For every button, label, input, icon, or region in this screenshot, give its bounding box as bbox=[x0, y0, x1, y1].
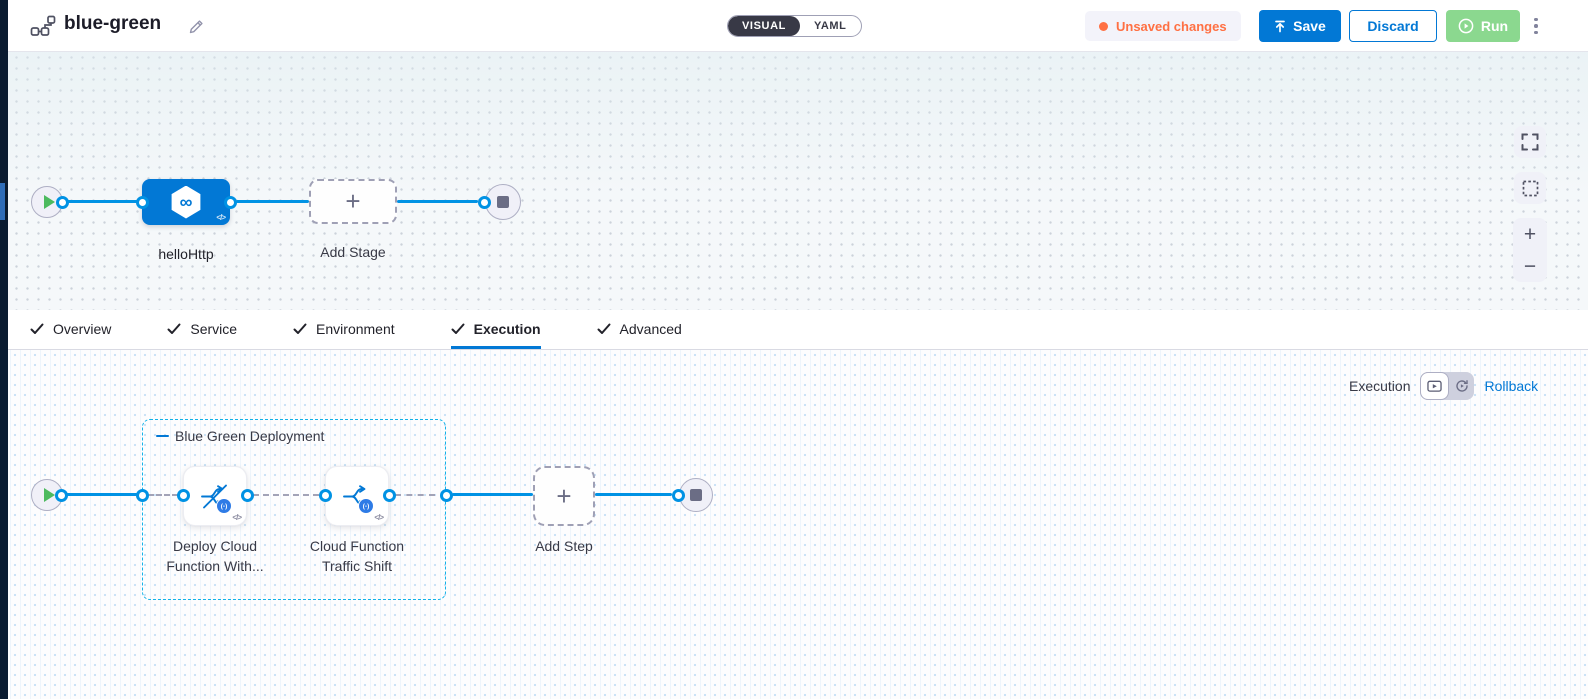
connector-port bbox=[224, 196, 237, 209]
rail-scroll-marker bbox=[0, 183, 5, 220]
edit-pencil-icon[interactable] bbox=[186, 16, 206, 36]
stage-tabs: Overview Service Environment Execution A… bbox=[0, 310, 1588, 350]
step-node-deploy-cloud-function[interactable]: (-) </> bbox=[183, 466, 247, 526]
execution-mode-row: Execution Rollback bbox=[1349, 372, 1538, 400]
step-group-label: Blue Green Deployment bbox=[175, 428, 325, 444]
connector-port bbox=[672, 489, 685, 502]
tab-advanced[interactable]: Advanced bbox=[597, 310, 682, 349]
unsaved-dot-icon bbox=[1099, 21, 1108, 31]
stage-label: helloHttp bbox=[158, 246, 214, 262]
add-stage-button[interactable]: + bbox=[309, 179, 397, 224]
stage-canvas[interactable] bbox=[0, 52, 1588, 310]
connector-port bbox=[55, 489, 68, 502]
connector-port bbox=[241, 489, 254, 502]
unsaved-text: Unsaved changes bbox=[1116, 18, 1227, 34]
multi-select-button[interactable] bbox=[1514, 172, 1546, 204]
zoom-controls: + − bbox=[1513, 218, 1547, 282]
connector-line bbox=[62, 200, 142, 203]
unsaved-changes-badge: Unsaved changes bbox=[1085, 11, 1241, 41]
connector-port bbox=[56, 196, 69, 209]
stage-node-hellohttp[interactable]: ∞ </> bbox=[142, 179, 230, 225]
pipeline-icon bbox=[30, 14, 56, 43]
check-icon bbox=[451, 323, 465, 334]
connector-port bbox=[136, 196, 149, 209]
execution-mode-label: Execution bbox=[1349, 378, 1411, 394]
step-label: Deploy Cloud Function With... bbox=[166, 538, 264, 574]
tab-environment[interactable]: Environment bbox=[293, 310, 395, 349]
pipeline-title: blue-green bbox=[64, 13, 162, 34]
add-step-button[interactable]: + bbox=[533, 466, 595, 526]
connector-port bbox=[478, 196, 491, 209]
zoom-in-button[interactable]: + bbox=[1523, 222, 1537, 246]
connector-line bbox=[452, 493, 533, 496]
fullscreen-button[interactable] bbox=[1514, 126, 1546, 158]
header-bar: blue-green VISUAL YAML Unsaved changes S… bbox=[0, 0, 1588, 52]
check-icon bbox=[167, 323, 181, 334]
left-nav-rail bbox=[0, 0, 8, 699]
gcf-badge-icon: (-) bbox=[216, 498, 232, 514]
step-group-blue-green[interactable] bbox=[142, 419, 446, 600]
connector-port bbox=[177, 489, 190, 502]
rollback-link[interactable]: Rollback bbox=[1484, 378, 1539, 394]
add-step-label: Add Step bbox=[535, 538, 593, 554]
visual-yaml-toggle: VISUAL YAML bbox=[727, 15, 862, 37]
run-button[interactable]: Run bbox=[1446, 10, 1520, 42]
tab-overview[interactable]: Overview bbox=[30, 310, 111, 349]
discard-button[interactable]: Discard bbox=[1349, 10, 1437, 42]
discard-label: Discard bbox=[1367, 18, 1419, 34]
execution-mode-icon[interactable] bbox=[1420, 372, 1450, 400]
start-play-icon bbox=[43, 195, 55, 209]
save-label: Save bbox=[1293, 18, 1326, 34]
marquee-icon bbox=[1522, 180, 1538, 196]
rollback-mode-icon[interactable] bbox=[1449, 372, 1474, 400]
connector-line-dashed bbox=[395, 494, 435, 496]
connector-line-dashed bbox=[148, 494, 178, 496]
connector-line bbox=[62, 493, 142, 496]
step-node-traffic-shift[interactable]: (-) </> bbox=[325, 466, 389, 526]
execution-canvas[interactable] bbox=[0, 350, 1588, 699]
more-options-icon[interactable] bbox=[1528, 14, 1544, 38]
collapse-icon[interactable] bbox=[156, 434, 169, 438]
step-label: Cloud Function Traffic Shift bbox=[309, 538, 405, 574]
gcf-badge-icon: (-) bbox=[358, 498, 374, 514]
check-icon bbox=[30, 323, 44, 334]
fullscreen-icon bbox=[1521, 133, 1539, 151]
connector-line bbox=[595, 493, 672, 496]
upload-icon bbox=[1275, 20, 1285, 32]
zoom-out-button[interactable]: − bbox=[1523, 254, 1537, 278]
connector-line bbox=[397, 200, 478, 203]
connector-port bbox=[383, 489, 396, 502]
connector-line bbox=[236, 200, 309, 203]
add-stage-label: Add Stage bbox=[320, 244, 386, 260]
connector-line-dashed bbox=[253, 494, 319, 496]
run-play-icon bbox=[1458, 18, 1474, 34]
tab-execution[interactable]: Execution bbox=[450, 310, 541, 349]
connector-port bbox=[319, 489, 332, 502]
start-play-icon bbox=[43, 488, 55, 502]
step-group-header[interactable]: Blue Green Deployment bbox=[156, 428, 324, 444]
http-step-icon: ∞ bbox=[171, 185, 201, 219]
run-label: Run bbox=[1480, 18, 1509, 34]
stop-icon bbox=[690, 489, 702, 501]
code-icon: </> bbox=[216, 213, 226, 222]
toggle-yaml[interactable]: YAML bbox=[813, 20, 847, 32]
stop-icon bbox=[497, 196, 509, 208]
check-icon bbox=[293, 323, 307, 334]
tab-service[interactable]: Service bbox=[167, 310, 237, 349]
toggle-visual[interactable]: VISUAL bbox=[728, 16, 800, 36]
check-icon bbox=[597, 323, 611, 334]
connector-port bbox=[440, 489, 453, 502]
code-icon: </> bbox=[374, 513, 384, 522]
execution-rollback-switch[interactable] bbox=[1420, 372, 1475, 400]
connector-port bbox=[136, 489, 149, 502]
code-icon: </> bbox=[232, 513, 242, 522]
save-button[interactable]: Save bbox=[1259, 10, 1341, 42]
